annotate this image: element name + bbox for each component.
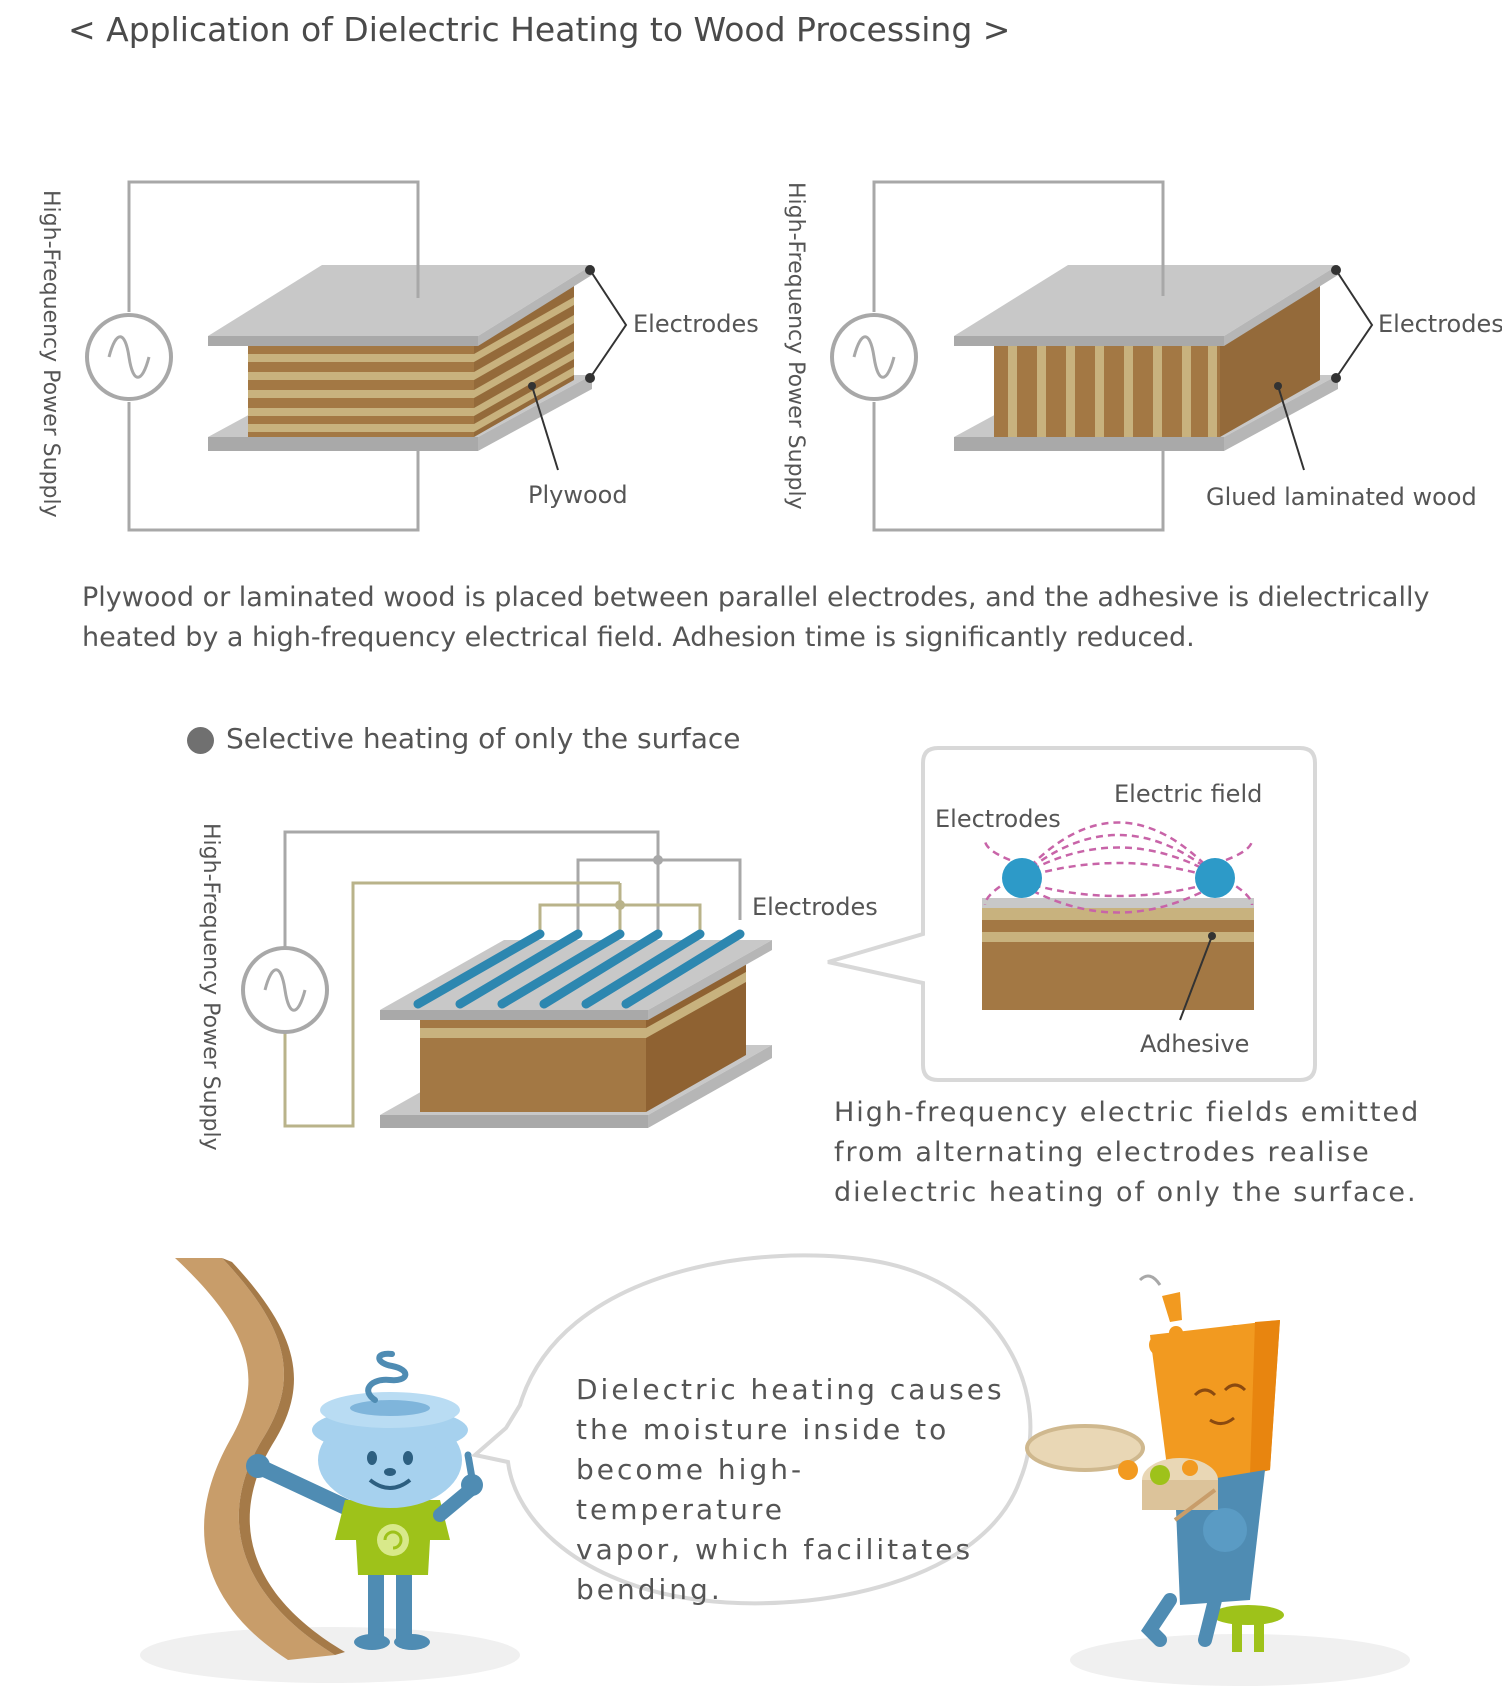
detail-electrodes-label: Electrodes [935, 805, 1061, 833]
electrodes-leader [585, 265, 628, 383]
description-text: Plywood or laminated wood is placed betw… [82, 582, 1430, 653]
ac-source-icon [85, 313, 173, 401]
ac-source-icon [830, 313, 918, 401]
blue-mascot-icon [246, 1350, 483, 1650]
diagram-laminated [830, 180, 1374, 532]
laminated-block [994, 285, 1320, 437]
circuit-wire-gray [283, 830, 660, 950]
electrodes-label: Electrodes [752, 893, 878, 921]
laminated-leader [1274, 382, 1305, 471]
electrode-cross-sections [1002, 858, 1235, 898]
power-supply-label: High-Frequency Power Supply [783, 182, 808, 510]
ground-shadows [140, 1627, 1410, 1686]
adhesive-leader [1179, 932, 1216, 1021]
orange-mascot-icon [1025, 1274, 1284, 1652]
wood-block [420, 962, 746, 1112]
speech-line: become high-temperature [576, 1453, 805, 1526]
plywood-block [248, 285, 574, 437]
ac-source-icon [241, 946, 329, 1034]
plywood-leader [528, 382, 559, 471]
speech-line: bending. [576, 1573, 723, 1606]
electrodes-label: Electrodes [633, 310, 759, 338]
bottom-electrode-edge [208, 437, 478, 451]
detail-cross-section [982, 898, 1254, 1010]
speech-line: vapor, which facilitates [576, 1533, 974, 1566]
circuit-wire [872, 402, 1165, 532]
power-supply-label: High-Frequency Power Supply [198, 823, 223, 1151]
circuit-wire [127, 402, 420, 532]
bent-wood-plank-icon [175, 1258, 345, 1660]
top-electrode-plate [954, 265, 1338, 336]
electrodes-label: Electrodes [1378, 310, 1502, 338]
laminated-wood-label: Glued laminated wood [1206, 483, 1477, 511]
bullet-icon [187, 727, 214, 754]
speech-line: the moisture inside to [576, 1413, 950, 1446]
page-title: < Application of Dielectric Heating to W… [68, 10, 1011, 49]
electrodes-leader [1331, 265, 1374, 383]
speech-line: Dielectric heating causes [576, 1373, 1005, 1406]
plywood-label: Plywood [528, 481, 628, 509]
electric-field-label: Electric field [1114, 780, 1263, 808]
speech-bubble [470, 1253, 1033, 1606]
diagram-plywood [85, 180, 628, 532]
section-heading: Selective heating of only the surface [226, 722, 741, 755]
description-line: dielectric heating of only the surface. [834, 1177, 1418, 1208]
power-supply-label: High-Frequency Power Supply [38, 190, 63, 518]
description-line: High-frequency electric fields emitted [834, 1097, 1421, 1128]
surface-heating-description: High-frequency electric fields emitted f… [834, 1093, 1474, 1213]
adhesive-label: Adhesive [1140, 1030, 1250, 1058]
description-line: from alternating electrodes realise [834, 1137, 1371, 1168]
diagram-surface-heating [241, 746, 1317, 1128]
rod-electrodes [413, 929, 745, 1009]
top-electrode-plate [208, 265, 592, 336]
speech-bubble-text: Dielectric heating causes the moisture i… [576, 1370, 1006, 1610]
circuit-wire-olive [283, 881, 620, 1128]
